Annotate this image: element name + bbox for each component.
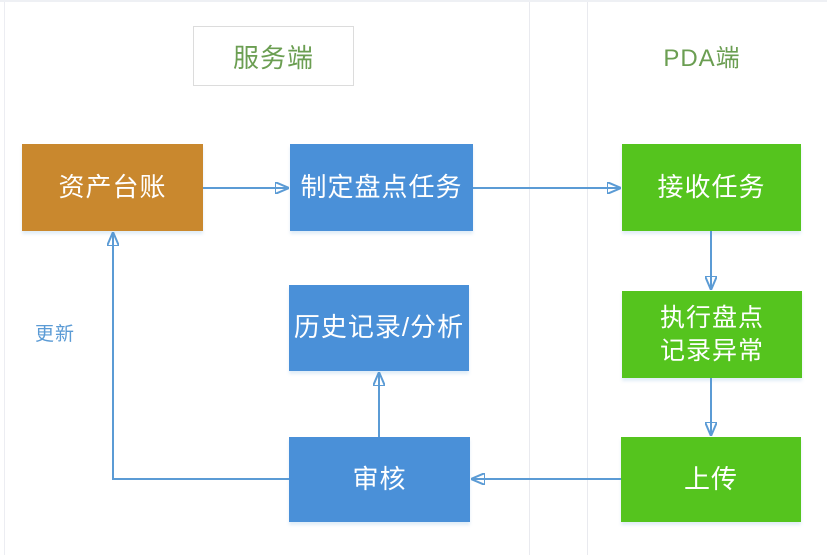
left-border-line <box>4 2 5 555</box>
lane-divider-line <box>529 2 530 555</box>
lane-title-pda: PDA端 <box>663 44 741 72</box>
node-create-inventory-task: 制定盘点任务 <box>290 144 473 231</box>
update-edge-label: 更新 <box>35 324 76 345</box>
node-upload: 上传 <box>621 437 801 522</box>
node-history-analysis: 历史记录/分析 <box>289 285 469 371</box>
node-asset-ledger: 资产台账 <box>22 144 203 231</box>
arrow-audit-to-asset-update <box>113 233 289 480</box>
lane-divider-line <box>587 2 588 555</box>
node-audit: 审核 <box>289 437 470 522</box>
node-receive-task: 接收任务 <box>622 144 801 231</box>
lane-title-server: 服务端 <box>193 26 354 86</box>
node-execute-inventory: 执行盘点 记录异常 <box>622 291 802 378</box>
